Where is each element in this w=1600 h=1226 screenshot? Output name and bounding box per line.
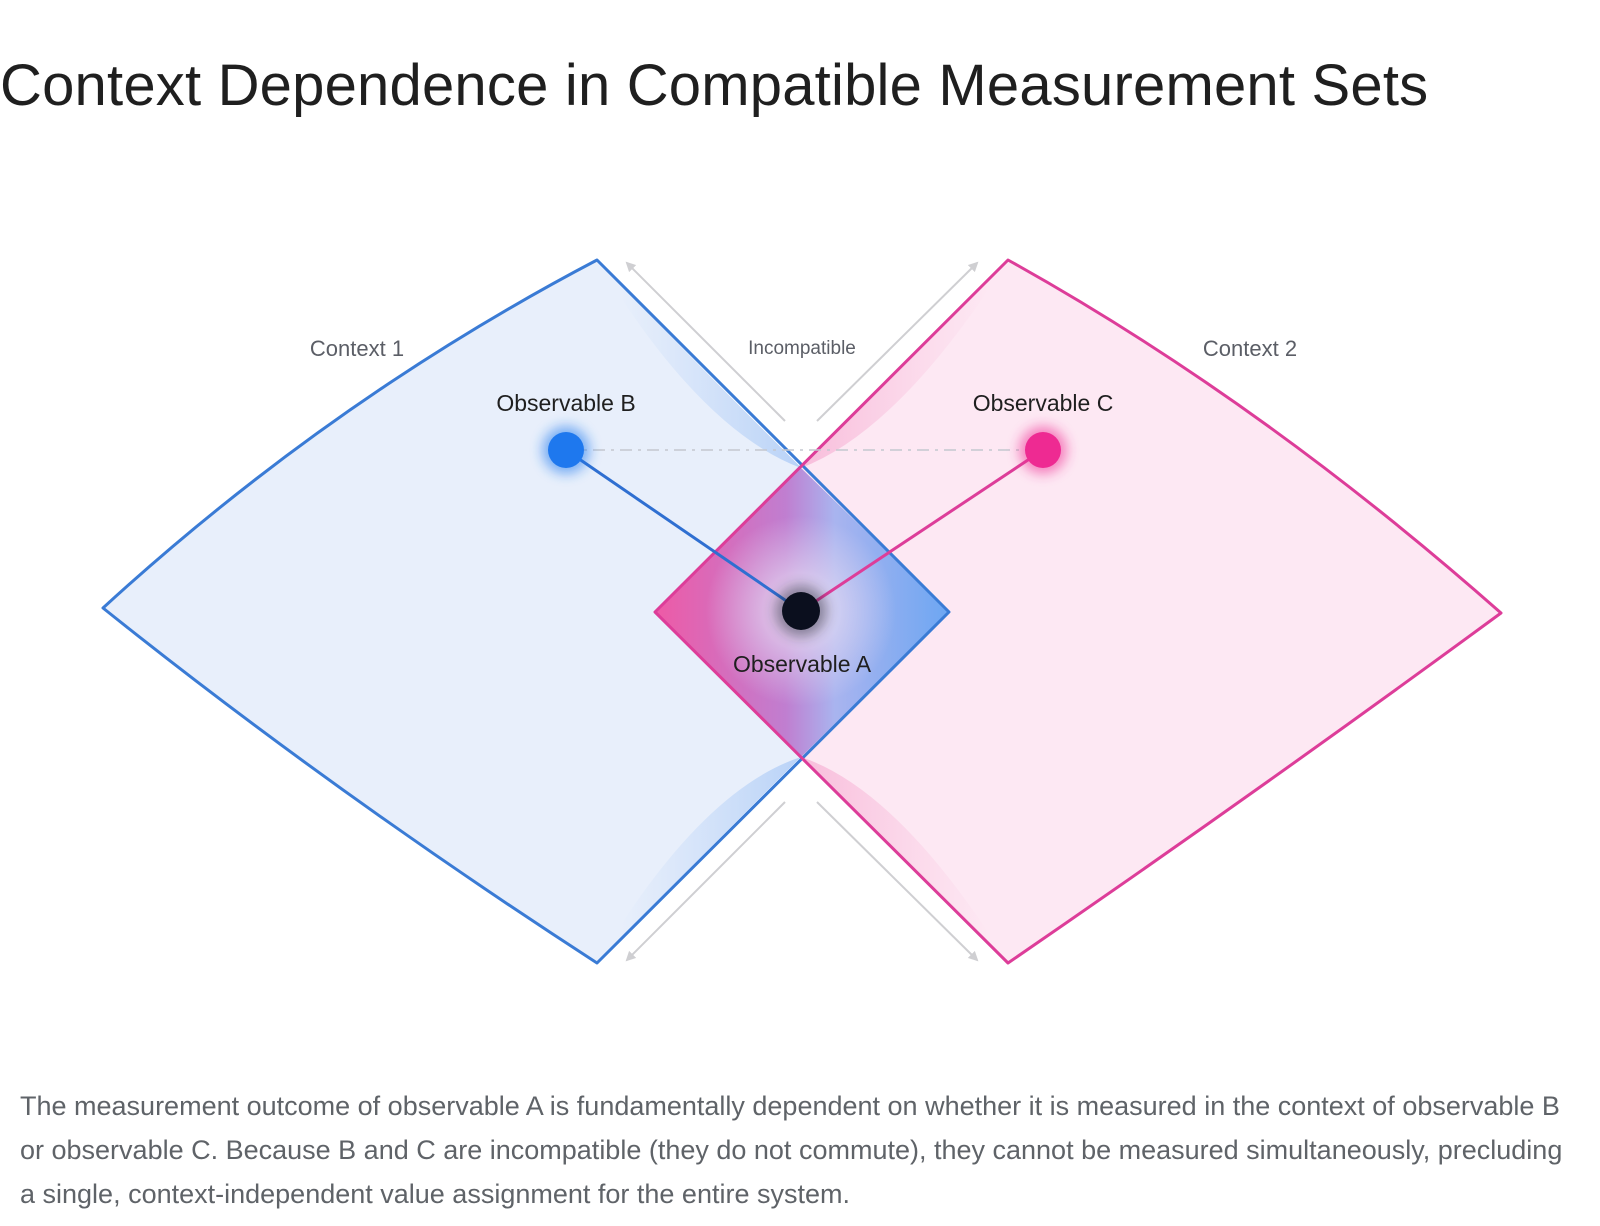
arrow-up-right [816,261,979,422]
incompatible-label: Incompatible [748,338,856,359]
arrow-up-left [625,261,786,422]
observable-c-node [1019,426,1067,474]
observable-a-node [775,585,827,637]
context-2-outline [653,258,1503,965]
page-title: Context Dependence in Compatible Measure… [0,53,1429,118]
observable-c-label: Observable C [973,390,1114,416]
context-1-label: Context 1 [310,336,404,361]
context-diagram: Context 1 Context 2 Incompatible Observa… [0,150,1600,1050]
link-b-to-a [565,448,802,613]
arrow-down-left [625,801,786,962]
context-2-fill [655,260,1501,963]
context-diagram-svg: Context 1 Context 2 Incompatible Observa… [101,258,1503,965]
context-1-outline [101,258,951,965]
observable-a-label: Observable A [733,651,872,677]
observable-b-label: Observable B [496,390,635,416]
observable-b-node [542,426,590,474]
context-2-label: Context 2 [1203,336,1297,361]
figure-caption: The measurement outcome of observable A … [20,1091,1563,1209]
incompatibility-arrows [625,261,979,962]
link-c-to-a [800,448,1044,613]
arrow-down-right [816,801,979,962]
